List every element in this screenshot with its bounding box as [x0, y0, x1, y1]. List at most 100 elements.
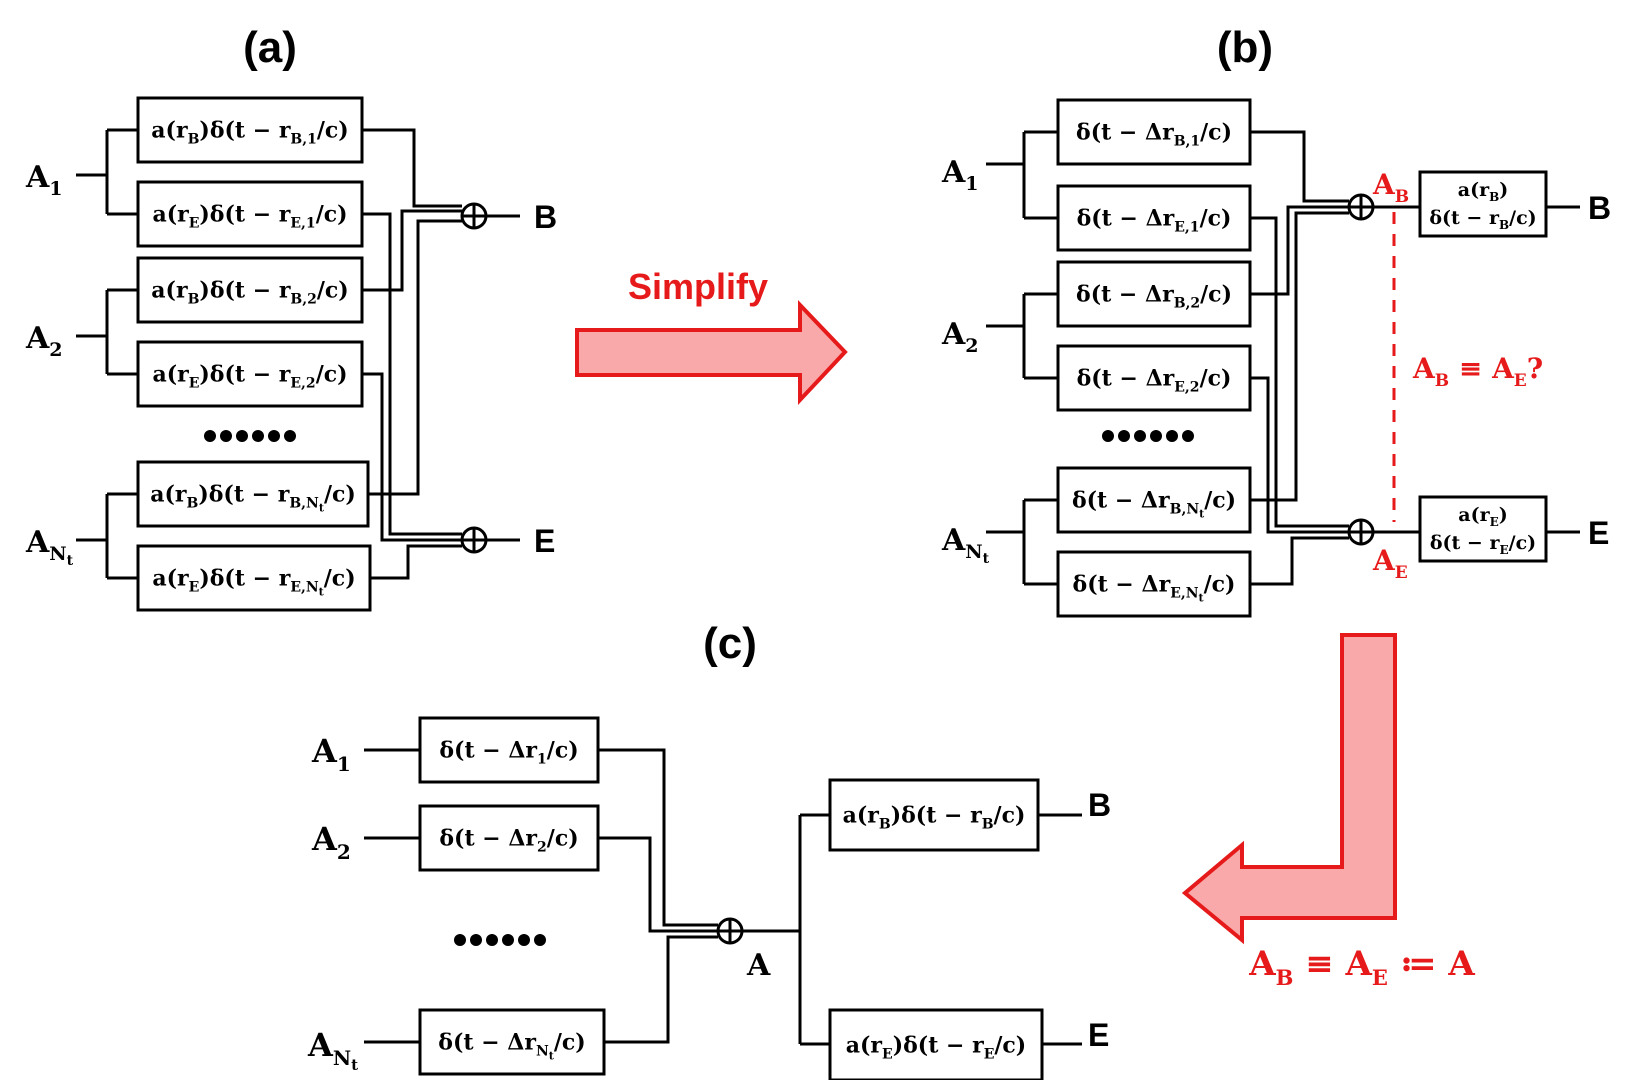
panel-a-box-6 [136, 544, 372, 612]
panel-c-box-3-label: δ(t − ΔrNt​/c) [438, 1030, 585, 1063]
panel-a-box-1 [136, 96, 364, 164]
panel-b-box-3 [1056, 260, 1252, 328]
panel-a-input-3: ANt​ [25, 525, 74, 569]
dot [486, 934, 498, 946]
panel-b-box-1 [1056, 98, 1252, 166]
panel-b-input-1: A1​ [941, 155, 979, 195]
panel-b-box-1-label: δ(t − ΔrB,1​/c) [1076, 120, 1232, 150]
panel-b: (b) [1217, 23, 1273, 72]
panel-a-input-2: A2​ [25, 321, 63, 361]
panel-c-box-2 [418, 804, 600, 872]
dot [236, 430, 248, 442]
panel-a-input-1: A1​ [25, 160, 63, 200]
merge-arrow [1181, 633, 1397, 945]
route-to-B [1250, 130, 1349, 203]
panel-c-ellipsis [454, 934, 546, 946]
panel-a-box-4 [136, 340, 364, 408]
panel-b-box-3-label: δ(t − ΔrB,2​/c) [1076, 282, 1232, 312]
panel-c: (c) [703, 619, 757, 668]
dot [1134, 430, 1146, 442]
merge-label: AB​ ≡ AE​ ≔ A [1248, 944, 1475, 990]
panel-b-box-5 [1056, 466, 1252, 534]
panel-c-box-1 [418, 716, 600, 784]
panel-c-input-Nt: ANt​ [307, 1026, 358, 1074]
panel-c-node-A: A [746, 948, 771, 983]
panel-a-box-6-label: a(rE​)δ(t − rE,Nt​/c) [152, 566, 355, 599]
panel-b-output-B: B [1588, 190, 1611, 226]
panel-a-output-E: E [534, 523, 555, 559]
dot [1118, 430, 1130, 442]
panel-a-box-4-label: a(rE​)δ(t − rE,2​/c) [152, 362, 347, 392]
panel-c-label: (c) [703, 619, 757, 668]
dot [470, 934, 482, 946]
panel-b-out-box-B-line1: a(rB​) [1458, 179, 1508, 204]
route-to-B [368, 219, 462, 496]
route-to-B [1250, 211, 1349, 502]
dot [1166, 430, 1178, 442]
panel-a-label: (a) [243, 23, 297, 72]
dot [204, 430, 216, 442]
labels: A1​ A2​ ANt​ B E A1​ A2​ ANt​ B E AB​ AE​ AB​ ≡ AE​?… [25, 155, 1611, 1074]
panel-c-box-1-label: δ(t − Δr1​/c) [439, 738, 578, 768]
panel-a-box-3-label: a(rB​)δ(t − rB,2​/c) [151, 278, 348, 308]
dot [1102, 430, 1114, 442]
panel-b-input-2: A2​ [941, 317, 979, 357]
panel-c-output-E: E [1088, 1017, 1109, 1053]
panel-c-out-box-E [828, 1008, 1044, 1080]
route-to-sum [598, 836, 718, 933]
panel-b-node-AE: AE​ [1372, 544, 1408, 583]
panel-b-box-4-label: δ(t − ΔrE,2​/c) [1077, 366, 1232, 396]
dot [518, 934, 530, 946]
panel-b-question: AB​ ≡ AE​? [1412, 352, 1543, 391]
route-to-B [362, 209, 462, 292]
panel-b-node-AB: AB​ [1372, 168, 1409, 207]
panel-a-box-3 [136, 256, 364, 324]
route-to-E [362, 372, 462, 542]
down-left-arrow-icon [1181, 633, 1397, 945]
boxes: a(rB​)δ(t − rB,1​/c) a(rE​)δ(t − rE,1​/c)… [136, 96, 1548, 1080]
dot [454, 934, 466, 946]
panel-c-output-B: B [1088, 787, 1111, 823]
dot [268, 430, 280, 442]
route-to-E [362, 212, 462, 536]
panel-b-sum-E-icon [1347, 518, 1375, 546]
panel-a-sum-E-icon [460, 526, 488, 554]
panel-a-sum-B-icon [460, 202, 488, 230]
panel-b-out-box-E-line2: δ(t − rE​/c) [1430, 532, 1536, 557]
route-to-E [370, 544, 462, 580]
panel-c-input-1: A1​ [311, 732, 351, 776]
panel-a-box-5-label: a(rB​)δ(t − rB,Nt​/c) [150, 482, 356, 515]
panel-c-out-box-E-label: a(rE​)δ(t − rE​/c) [846, 1033, 1026, 1063]
panel-c-input-2: A2​ [311, 820, 351, 864]
panel-c-box-3 [418, 1008, 606, 1076]
simplify-arrow: Simplify [575, 266, 848, 406]
route-to-B [362, 128, 462, 208]
panel-c-sum-icon [716, 917, 744, 945]
panel-b-ellipsis [1102, 430, 1194, 442]
panel-b-out-box-E [1418, 495, 1548, 563]
panel-b-box-5-label: δ(t − ΔrB,Nt​/c) [1072, 488, 1236, 521]
panel-a-box-2-label: a(rE​)δ(t − rE,1​/c) [152, 202, 347, 232]
route-to-sum [604, 935, 718, 1044]
panel-a-output-B: B [534, 199, 557, 235]
panel-b-box-6 [1056, 550, 1252, 618]
panel-b-box-2 [1056, 184, 1252, 252]
panel-a-ellipsis [204, 430, 296, 442]
panel-a-box-1-label: a(rB​)δ(t − rB,1​/c) [151, 118, 348, 148]
panel-b-box-2-label: δ(t − ΔrE,1​/c) [1077, 206, 1232, 236]
panel-a: (a) [243, 23, 297, 72]
dot [1150, 430, 1162, 442]
dot [220, 430, 232, 442]
panel-b-sum-B-icon [1347, 193, 1375, 221]
route-to-E [1250, 536, 1349, 586]
route-to-B [1250, 205, 1349, 296]
right-arrow-icon [575, 300, 848, 406]
route-to-sum [598, 748, 718, 927]
dot [502, 934, 514, 946]
panel-b-box-6-label: δ(t − ΔrE,Nt​/c) [1073, 572, 1236, 605]
dot [284, 430, 296, 442]
simplify-label: Simplify [628, 266, 768, 307]
panel-b-out-box-B [1418, 170, 1548, 238]
